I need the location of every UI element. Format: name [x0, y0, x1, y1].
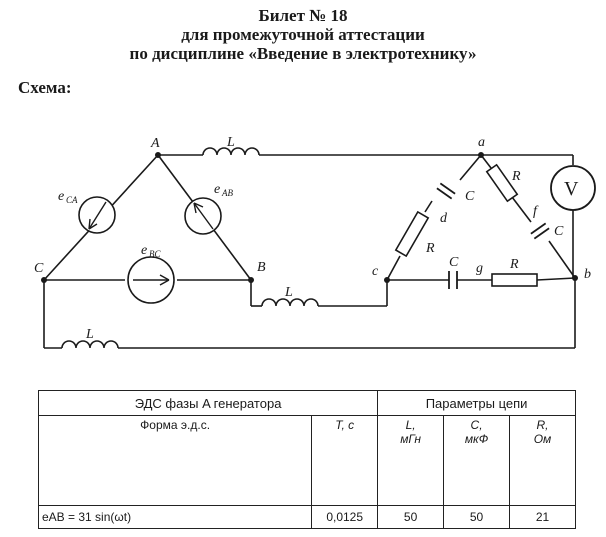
voltmeter: [550, 165, 596, 211]
label-d: d: [440, 211, 448, 226]
label-node-c: c: [372, 264, 379, 279]
label-node-b: b: [584, 267, 591, 282]
inductor-line-B: [261, 298, 319, 307]
label-node-A: A: [150, 136, 160, 151]
node-A: [155, 152, 161, 158]
circuit-diagram: V A C B a c b e CA e AB e BC L L L C d: [34, 135, 596, 349]
params-header: Параметры цепи: [377, 390, 576, 416]
label-C-ac: C: [465, 189, 475, 204]
capacitor-cb: [448, 271, 458, 289]
label-eAB-sub: AB: [221, 188, 233, 198]
node-C: [41, 277, 47, 283]
node-B: [248, 277, 254, 283]
resistor-ac: [394, 210, 430, 258]
label-R-ac: R: [425, 241, 435, 256]
node-c: [384, 277, 390, 283]
label-eBC-sub: BC: [149, 249, 161, 259]
resistor-cb: [491, 273, 538, 287]
cell-R: 21: [509, 505, 576, 529]
parameters-table: ЭДС фазы A генератора Параметры цепи Фор…: [37, 390, 576, 529]
col-C: C,мкФ: [443, 415, 511, 506]
label-node-a: a: [478, 135, 485, 150]
cell-L: 50: [377, 505, 445, 529]
col-T: T, c: [311, 415, 379, 506]
label-g: g: [476, 261, 483, 276]
ticket-subtitle: для промежуточной аттестации: [181, 25, 425, 44]
label-C-cb: C: [449, 255, 459, 270]
label-eBC: e: [141, 243, 147, 258]
label-R-ab: R: [511, 169, 521, 184]
col-L: L,мГн: [377, 415, 445, 506]
inductor-line-C: [61, 340, 119, 349]
label-eAB: e: [214, 182, 220, 197]
inductor-line-A: [202, 147, 260, 156]
cell-emf: eAB = 31 sin(ωt): [37, 505, 313, 529]
source-eAB: [184, 197, 222, 235]
resistor-ab: [485, 163, 519, 203]
label-C-ab: C: [554, 224, 564, 239]
label-L-A: L: [226, 135, 235, 150]
col-form: Форма э.д.с.: [37, 415, 313, 506]
label-eCA: e: [58, 189, 64, 204]
label-node-B: B: [257, 260, 266, 275]
ticket-title: Билет № 18: [258, 6, 348, 25]
label-f: f: [533, 204, 539, 219]
voltmeter-label: V: [564, 178, 579, 200]
label-R-cb: R: [509, 257, 519, 272]
source-eBC: [127, 256, 175, 304]
source-eCA: [78, 196, 116, 234]
col-R: R,Ом: [509, 415, 576, 506]
label-L-B: L: [284, 285, 293, 300]
label-node-C: C: [34, 261, 44, 276]
capacitor-ab: [530, 222, 550, 240]
emf-header: ЭДС фазы A генератора: [37, 390, 379, 416]
node-b: [572, 275, 578, 281]
cell-C: 50: [443, 505, 511, 529]
cell-T: 0,0125: [311, 505, 379, 529]
node-a: [478, 152, 484, 158]
label-eCA-sub: CA: [66, 195, 78, 205]
scheme-label: Схема:: [18, 78, 72, 97]
label-L-C: L: [85, 327, 94, 342]
discipline-title: по дисциплине «Введение в электротехнику…: [129, 44, 477, 63]
